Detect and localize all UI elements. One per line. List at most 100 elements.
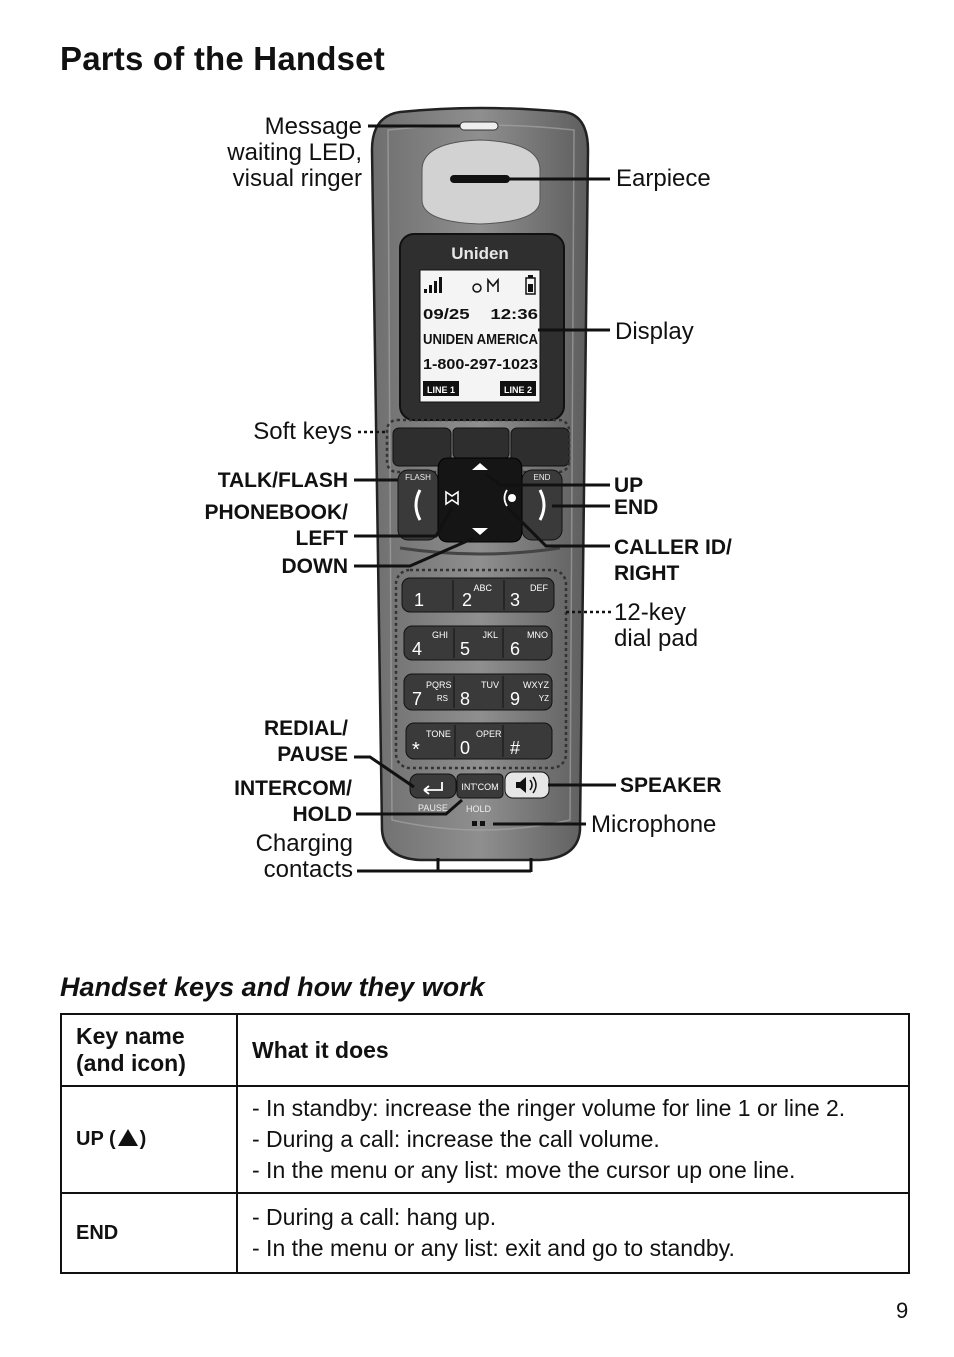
svg-text:visual ringer: visual ringer bbox=[233, 165, 362, 192]
key-2-letters: ABC bbox=[473, 583, 492, 593]
key-9-letters: WXYZ bbox=[523, 680, 550, 690]
svg-text:REDIAL/: REDIAL/ bbox=[264, 717, 348, 740]
speaker-icon bbox=[516, 777, 526, 793]
key-6-letters: MNO bbox=[527, 630, 548, 640]
key-0-letters: OPER bbox=[476, 729, 502, 739]
header-what-it-does: What it does bbox=[236, 1013, 910, 1087]
svg-text:HOLD: HOLD bbox=[293, 803, 353, 826]
pause-key-label: PAUSE bbox=[418, 803, 448, 813]
intercom-hold-label: INTERCOM/ HOLD bbox=[234, 777, 352, 826]
table-row: UP () - In standby: increase the ringer … bbox=[60, 1085, 910, 1194]
down-arrow-icon[interactable] bbox=[472, 528, 488, 535]
key-7-letters: PQRS bbox=[426, 680, 452, 690]
table-row: END - During a call: hang up. - In the m… bbox=[60, 1192, 910, 1274]
message-led bbox=[459, 121, 499, 131]
page-title: Parts of the Handset bbox=[60, 40, 385, 77]
svg-text:Charging: Charging bbox=[256, 830, 353, 857]
svg-text:RIGHT: RIGHT bbox=[614, 562, 680, 585]
brand-logo: Uniden bbox=[451, 244, 509, 263]
key-5[interactable]: 5 bbox=[460, 639, 470, 659]
key-7[interactable]: 7 bbox=[412, 689, 422, 709]
intercom-hold-key[interactable]: INT'COM bbox=[456, 773, 504, 799]
soft-keys[interactable] bbox=[392, 427, 570, 467]
end-label: END bbox=[614, 496, 658, 519]
alarm-icon bbox=[472, 283, 482, 293]
dial-pad[interactable]: 1 ABC 2 DEF 3 GHI 4 JKL 5 MNO 6 PQRS RS … bbox=[401, 577, 555, 761]
key-4-letters: GHI bbox=[432, 630, 448, 640]
lcd-row-number: 1-800-297-1023 bbox=[423, 356, 538, 373]
key-description-end: - During a call: hang up. - In the menu … bbox=[236, 1192, 910, 1274]
key-star-letters: TONE bbox=[426, 729, 451, 739]
flash-key-label: FLASH bbox=[405, 473, 431, 482]
intcom-key-label: INT'COM bbox=[461, 782, 498, 792]
svg-text:LEFT: LEFT bbox=[296, 527, 349, 550]
key-name-end: END bbox=[60, 1192, 238, 1274]
header-key-name: Key name (and icon) bbox=[60, 1013, 238, 1087]
dial-pad-outline bbox=[394, 568, 568, 770]
table-header-row: Key name (and icon) What it does bbox=[60, 1013, 910, 1087]
charging-contacts-label: Charging contacts bbox=[256, 830, 353, 883]
earpiece-label: Earpiece bbox=[616, 165, 711, 192]
key-3[interactable]: 3 bbox=[510, 590, 520, 610]
svg-text:CALLER ID/: CALLER ID/ bbox=[614, 536, 732, 559]
phonebook-left-label: PHONEBOOK/ LEFT bbox=[204, 501, 348, 550]
svg-text:PHONEBOOK/: PHONEBOOK/ bbox=[204, 501, 348, 524]
svg-text:contacts: contacts bbox=[264, 856, 353, 883]
key-8[interactable]: 8 bbox=[460, 689, 470, 709]
key-8-letters: TUV bbox=[481, 680, 499, 690]
battery-icon bbox=[525, 275, 536, 295]
key-name-up: UP () bbox=[60, 1085, 238, 1194]
svg-text:INTERCOM/: INTERCOM/ bbox=[234, 777, 352, 800]
key-3-letters: DEF bbox=[530, 583, 549, 593]
handset-keys-table: Key name (and icon) What it does UP () -… bbox=[60, 1013, 910, 1274]
dial-pad-label: 12-key dial pad bbox=[614, 599, 698, 652]
end-key-label: END bbox=[534, 473, 551, 482]
dashed-leader-lines bbox=[358, 430, 612, 614]
display-label: Display bbox=[615, 318, 694, 345]
talk-flash-key[interactable]: FLASH bbox=[397, 469, 439, 541]
lcd-row-name: UNIDEN AMERICA bbox=[423, 331, 538, 348]
up-label: UP bbox=[614, 474, 643, 497]
down-label: DOWN bbox=[282, 555, 349, 578]
navigation-pad[interactable] bbox=[437, 457, 523, 543]
key-hash[interactable]: # bbox=[510, 738, 520, 758]
key-star[interactable]: * bbox=[412, 739, 420, 761]
speaker-label: SPEAKER bbox=[620, 774, 722, 797]
leader-lines bbox=[354, 124, 616, 873]
svg-text:dial pad: dial pad bbox=[614, 625, 698, 652]
lcd-soft-left: LINE 1 bbox=[427, 385, 455, 395]
svg-text:Message: Message bbox=[265, 113, 362, 140]
phonebook-icon[interactable] bbox=[445, 490, 459, 506]
key-2[interactable]: 2 bbox=[462, 590, 472, 610]
redial-pause-label: REDIAL/ PAUSE bbox=[264, 717, 348, 766]
key-7-letters-b: RS bbox=[437, 694, 448, 703]
microphone-holes bbox=[472, 821, 485, 826]
up-triangle-icon bbox=[117, 1129, 138, 1146]
key-1[interactable]: 1 bbox=[414, 590, 424, 610]
caller-id-icon[interactable] bbox=[503, 489, 508, 507]
key-9[interactable]: 9 bbox=[510, 689, 520, 709]
key-description-up: - In standby: increase the ringer volume… bbox=[236, 1085, 910, 1194]
signal-icon bbox=[424, 277, 442, 293]
redial-pause-key[interactable] bbox=[409, 773, 457, 799]
caller-id-right-label: CALLER ID/ RIGHT bbox=[614, 536, 732, 585]
svg-text:waiting LED,: waiting LED, bbox=[226, 139, 362, 166]
svg-text:12-key: 12-key bbox=[614, 599, 686, 626]
talk-flash-label: TALK/FLASH bbox=[218, 469, 348, 492]
handset-diagram: Uniden 09/25 12:36 UNIDEN AMERICA 1-800-… bbox=[204, 106, 732, 883]
page-number: 9 bbox=[896, 1298, 909, 1323]
key-0[interactable]: 0 bbox=[460, 738, 470, 758]
key-9-letters-b: YZ bbox=[539, 694, 549, 703]
message-icon bbox=[487, 277, 499, 292]
lcd-row-date-time: 09/25 12:36 bbox=[423, 306, 538, 323]
up-arrow-icon[interactable] bbox=[472, 463, 488, 470]
speaker-key[interactable] bbox=[504, 771, 550, 799]
key-4[interactable]: 4 bbox=[412, 639, 422, 659]
section-heading: Handset keys and how they work bbox=[60, 972, 485, 1002]
hold-key-label: HOLD bbox=[466, 804, 492, 814]
key-6[interactable]: 6 bbox=[510, 639, 520, 659]
soft-keys-label: Soft keys bbox=[253, 418, 352, 445]
microphone-label: Microphone bbox=[591, 811, 716, 838]
lcd-soft-right: LINE 2 bbox=[504, 385, 532, 395]
message-led-label: Message waiting LED, visual ringer bbox=[226, 113, 362, 192]
